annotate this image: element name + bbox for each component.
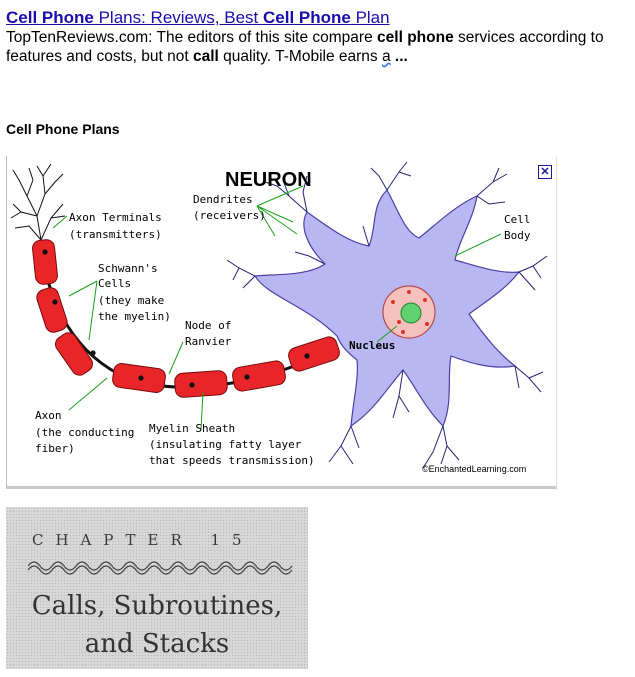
nucleus-dots bbox=[391, 290, 429, 334]
nucleus-label: Nucleus bbox=[349, 339, 395, 352]
title-text[interactable]: Plan bbox=[350, 8, 390, 27]
schwann-label-2: Cells bbox=[98, 277, 131, 290]
dendrites-note: (receivers) bbox=[193, 209, 266, 222]
schwann-note-1: (they make bbox=[98, 294, 164, 307]
leader-lines bbox=[52, 185, 502, 431]
snippet-text: TopTenReviews.com: The editors of this s… bbox=[6, 29, 378, 46]
cell-body-label-2: Body bbox=[504, 229, 531, 242]
spellcheck-word: a bbox=[381, 48, 391, 65]
myelin-note-1: (insulating fatty layer bbox=[149, 438, 302, 451]
search-result-title-link[interactable]: Cell Phone Plans: Reviews, Best Cell Pho… bbox=[6, 8, 390, 28]
axon-terminal-branches bbox=[10, 163, 66, 241]
chapter-heading-image: CHAPTER 15 Calls, Subroutines, and Stack… bbox=[6, 507, 308, 669]
diagram-title: NEURON bbox=[225, 169, 312, 191]
cell-body-label: Cell bbox=[504, 213, 531, 226]
node-label-2: Ranvier bbox=[185, 335, 232, 348]
nucleolus bbox=[400, 302, 422, 324]
title-keyword[interactable]: Cell Phone bbox=[6, 8, 94, 27]
snippet-keyword: cell phone bbox=[377, 29, 454, 46]
axon-note-2: fiber) bbox=[35, 442, 75, 455]
snippet-text: services according to features and costs… bbox=[6, 29, 604, 65]
title-keyword[interactable]: Cell Phone bbox=[262, 8, 351, 27]
search-result-snippet: TopTenReviews.com: The editors of this s… bbox=[6, 28, 631, 66]
dendrite-branches bbox=[226, 161, 548, 469]
myelin-label: Myelin Sheath bbox=[149, 422, 235, 435]
myelin-note-2: that speeds transmission) bbox=[149, 454, 315, 467]
neuron-diagram-drawing: NEURON Dendrites (receivers) Axon Termin… bbox=[10, 161, 548, 474]
snippet-text: quality. T-Mobile earns bbox=[218, 48, 382, 65]
axon-terminals-label: Axon Terminals bbox=[69, 211, 162, 224]
snippet-ellipsis: ... bbox=[390, 48, 408, 65]
section-heading: Cell Phone Plans bbox=[6, 121, 120, 137]
node-label: Node of bbox=[185, 319, 231, 332]
schwann-nuclei bbox=[42, 249, 310, 388]
axon-label: Axon bbox=[35, 409, 62, 422]
neuron-diagram-image: NEURON Dendrites (receivers) Axon Termin… bbox=[6, 156, 557, 489]
schwann-note-2: the myelin) bbox=[98, 310, 171, 323]
dendrites-label: Dendrites bbox=[193, 193, 253, 206]
credit-text: ©EnchantedLearning.com bbox=[422, 464, 526, 474]
chapter-title-line-1: Calls, Subroutines, bbox=[31, 591, 283, 621]
axon-terminals-note: (transmitters) bbox=[69, 228, 162, 241]
close-icon[interactable]: ✕ bbox=[538, 165, 552, 179]
chapter-title-line-2: and Stacks bbox=[84, 629, 230, 659]
axon-note-1: (the conducting bbox=[35, 426, 134, 439]
schwann-label: Schwann's bbox=[98, 262, 158, 275]
title-text[interactable]: Plans: Reviews, Best bbox=[93, 8, 263, 27]
chapter-label: CHAPTER 15 bbox=[32, 531, 254, 549]
wavy-rule bbox=[28, 561, 293, 575]
snippet-keyword: call bbox=[192, 48, 219, 65]
